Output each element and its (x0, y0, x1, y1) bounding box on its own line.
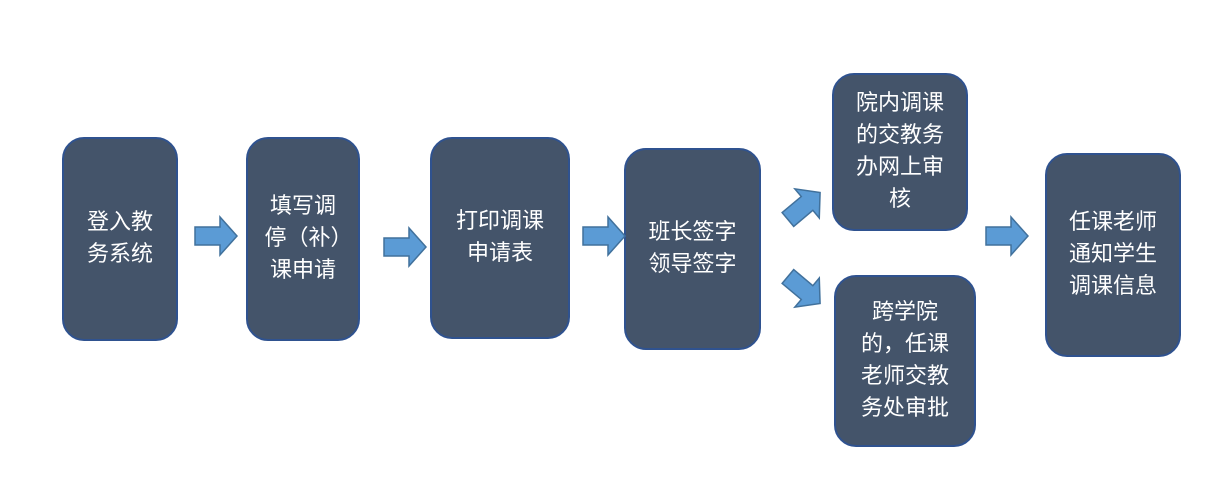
step-internal-review-label: 院内调课的交教务办网上审核 (855, 91, 944, 212)
step-notify-label: 任课老师通知学生调课信息 (1068, 210, 1157, 299)
arrow-right-icon (194, 215, 239, 257)
step-cross-review-label: 跨学院的，任课老师交教务处审批 (860, 300, 949, 421)
step-internal-review-box: 院内调课的交教务办网上审核 (832, 73, 968, 231)
arrow-right-icon (383, 226, 428, 268)
arrow-right-icon (582, 215, 627, 257)
step-sign-label: 班长签字领导签字 (648, 220, 737, 277)
arrow-right-icon (985, 215, 1030, 257)
step-login-label: 登入教务系统 (86, 210, 153, 267)
arrow-up-right-icon (781, 187, 821, 228)
step-login-box: 登入教务系统 (62, 137, 178, 341)
step-fill-form-label: 填写调停（补）课申请 (264, 194, 342, 283)
step-cross-review-box: 跨学院的，任课老师交教务处审批 (834, 275, 976, 447)
step-fill-form-box: 填写调停（补）课申请 (246, 137, 360, 341)
step-print-form-label: 打印调课申请表 (455, 209, 544, 266)
step-sign-box: 班长签字领导签字 (624, 148, 761, 350)
step-notify-box: 任课老师通知学生调课信息 (1045, 153, 1181, 357)
step-print-form-box: 打印调课申请表 (430, 137, 570, 339)
arrow-down-right-icon (781, 268, 821, 309)
